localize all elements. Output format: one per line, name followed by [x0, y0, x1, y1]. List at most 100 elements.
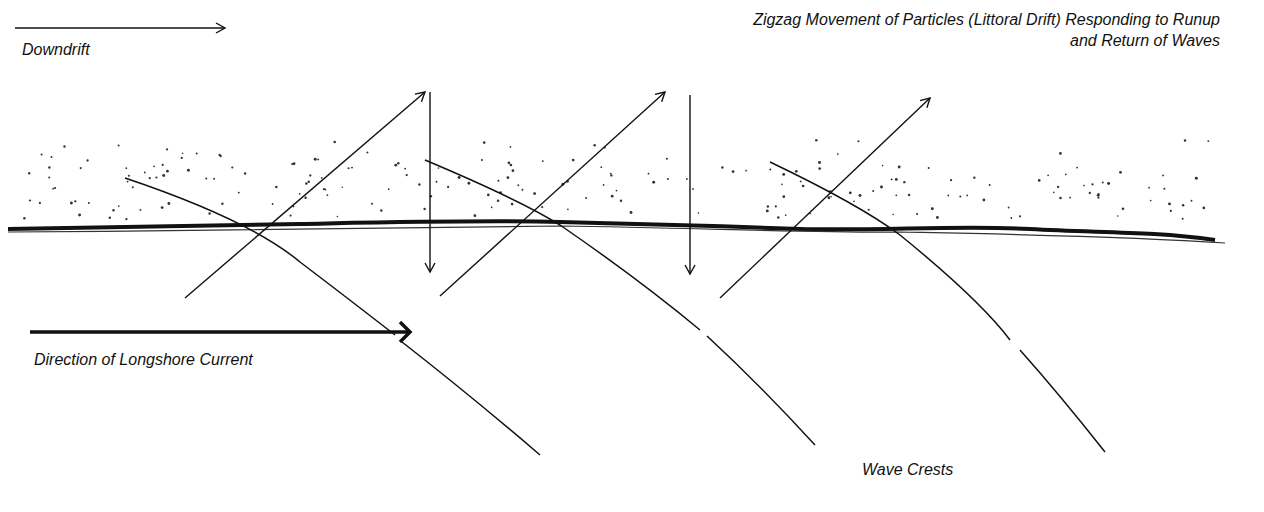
sand-dot: [366, 151, 368, 153]
sand-dot: [305, 182, 308, 185]
sand-dot: [880, 186, 883, 189]
sand-dot: [506, 176, 509, 179]
current-label: Direction of Longshore Current: [34, 350, 253, 371]
sand-dot: [231, 166, 233, 168]
sand-dot: [1065, 174, 1067, 176]
sand-dot: [166, 170, 169, 173]
sand-dot: [616, 190, 618, 192]
sand-dot: [481, 159, 483, 161]
sand-dot: [128, 175, 130, 177]
sand-dot: [74, 200, 76, 202]
sand-dot: [149, 177, 151, 179]
sand-dot: [86, 159, 88, 161]
sand-dot: [1059, 152, 1062, 155]
sand-dot: [827, 196, 830, 199]
sand-dot: [1195, 177, 1198, 180]
sand-dot: [438, 167, 440, 169]
sand-dot: [989, 184, 991, 186]
sand-dot: [903, 181, 905, 183]
sand-dot: [291, 163, 293, 165]
zigzag-arrows: [185, 92, 930, 298]
sand-dot: [304, 197, 306, 199]
sand-dot: [892, 214, 894, 216]
sand-dot: [132, 186, 134, 188]
sand-dot: [48, 177, 50, 179]
sand-dot: [600, 166, 602, 168]
sand-dot: [692, 188, 694, 190]
sand-dot: [1150, 200, 1152, 202]
sand-dot: [1008, 207, 1010, 209]
sand-dot: [830, 196, 832, 198]
sand-dot: [436, 181, 438, 183]
sand-dot: [947, 194, 949, 196]
sand-dot: [818, 161, 821, 164]
sand-dot: [721, 166, 723, 168]
sand-dot: [144, 171, 146, 173]
sand-dot: [474, 214, 477, 217]
downdrift-arrow: [15, 27, 225, 28]
sand-dot: [380, 209, 383, 212]
sand-dot: [769, 169, 771, 171]
sand-dot: [78, 214, 81, 217]
sand-dot: [342, 187, 344, 189]
sand-dot: [1091, 183, 1093, 185]
sand-dot: [1162, 174, 1164, 176]
sand-dot: [521, 189, 523, 191]
sand-dot: [337, 216, 339, 218]
sand-dot: [648, 173, 650, 175]
sand-dot: [857, 140, 859, 142]
sand-dot: [766, 209, 769, 212]
sand-dot: [533, 192, 536, 195]
sand-dot: [28, 172, 30, 174]
sand-dot: [666, 158, 668, 160]
sand-dot: [567, 208, 569, 210]
sand-dot: [603, 184, 605, 186]
sand-dot: [973, 177, 975, 179]
sand-dot: [406, 174, 408, 176]
sand-dot: [213, 178, 215, 180]
sand-dot: [327, 194, 329, 196]
sand-dot: [1119, 171, 1122, 174]
sand-dot: [39, 202, 41, 204]
sand-dot: [467, 182, 470, 185]
sand-dot: [23, 217, 25, 219]
sand-dot: [491, 206, 493, 208]
sand-dot: [205, 178, 207, 180]
sand-dot: [388, 188, 390, 190]
sand-dot: [483, 141, 486, 144]
sand-dot: [153, 165, 155, 167]
sand-dot: [1184, 139, 1187, 142]
sand-dot: [541, 206, 543, 208]
sand-dot: [325, 189, 327, 191]
sand-dot: [1097, 197, 1099, 199]
sand-dot: [1076, 167, 1078, 169]
sand-dot: [1053, 192, 1055, 194]
sand-dot: [652, 181, 655, 184]
sand-dot: [931, 207, 934, 210]
sand-dot: [321, 177, 323, 179]
sand-dot: [54, 187, 56, 189]
sand-dot: [781, 184, 783, 186]
sand-dot: [800, 180, 802, 182]
sand-dot: [898, 166, 901, 169]
sand-dot: [308, 181, 310, 183]
sand-dot: [244, 172, 246, 174]
sand-dot: [41, 154, 43, 156]
sand-dot: [88, 202, 90, 204]
sand-dot: [795, 170, 798, 173]
sand-dot: [497, 180, 499, 182]
sand-dot: [109, 217, 111, 219]
sand-dot: [161, 206, 164, 209]
sand-dot: [585, 197, 587, 199]
sand-dot: [1010, 217, 1012, 219]
sand-dot: [849, 191, 852, 194]
sand-dot: [630, 211, 633, 214]
sand-dot: [187, 169, 190, 172]
sand-stipple: [23, 139, 1209, 220]
sand-dot: [196, 152, 198, 154]
sand-dot: [510, 164, 513, 167]
sand-dot: [221, 203, 223, 205]
sand-dot: [950, 179, 952, 181]
sand-dot: [418, 183, 420, 185]
